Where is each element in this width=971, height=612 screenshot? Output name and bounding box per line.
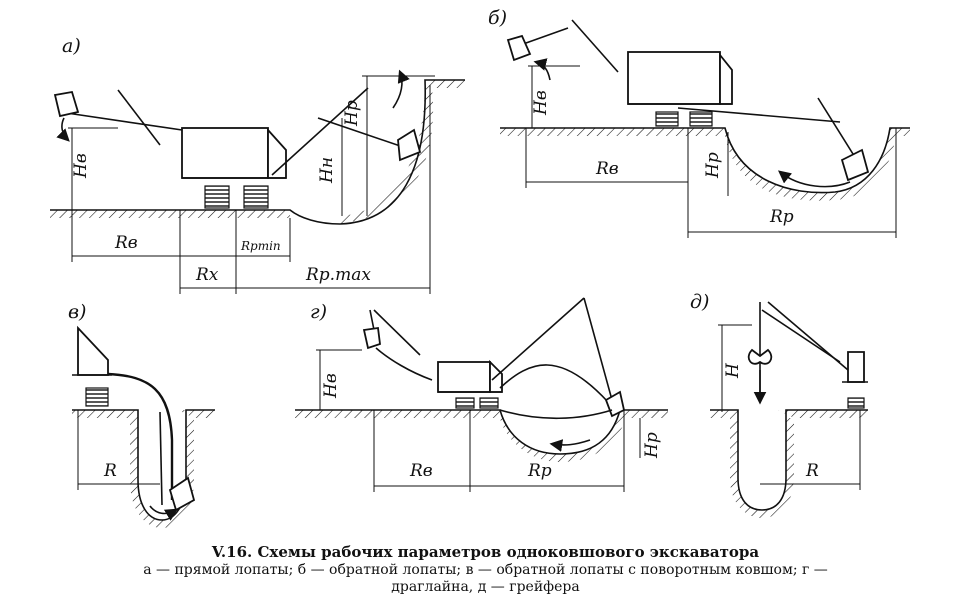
rotation-arrow [777,170,851,188]
dim-label: R [805,461,819,481]
boom [677,107,841,123]
panel-d: д) H R [690,291,868,518]
ground-line [500,127,910,194]
dim-label: Hр [342,100,362,127]
bucket [840,148,870,182]
stick [317,117,413,151]
raised-bucket [506,34,532,62]
dim-label: Hв [531,90,551,116]
dim-label: R [103,461,117,481]
dim-label: Rв [595,159,619,179]
dim-label: Rpmin [240,239,281,253]
rotation-arrow [533,58,551,81]
counter-arm [59,111,183,131]
excavator-track [204,185,230,209]
boom [271,87,369,176]
dim-label: Hв [71,153,91,179]
dim-label: Rв [409,461,433,481]
dim-label: Rр [527,461,552,481]
panel-v: в) R [68,301,215,528]
boom [491,297,585,381]
panel-b: б) Hв Hр Rв Rр [488,7,910,238]
dim-label: Rв [114,233,138,253]
caption-line: драглайна, д — грейфера [391,579,580,595]
rotation-arrow [149,505,179,521]
caption-line: а — прямой лопаты; б — обратной лопаты; … [143,562,828,578]
excavator-track [655,111,679,127]
stick [817,97,859,163]
excavator-diagram: а) Hв Hр Hн Rв Rpmin [50,7,910,528]
swing-path [375,347,433,381]
counter-cable [571,19,619,73]
excavator-cabin [77,325,109,376]
excavator-cabin [437,361,491,393]
panel-g: г) Hв Rв Rр Hр [295,297,668,492]
panel-label-v: в) [68,301,86,323]
dim-label: Hр [703,152,723,179]
dim-label: Rр.max [305,265,371,285]
bucket [397,128,422,162]
panel-label-b: б) [488,7,507,29]
drag-path [499,409,613,420]
excavator-track [85,387,109,407]
ground-hatch [50,210,290,218]
excavator-cabin [847,351,865,383]
drag-cable [499,364,609,403]
ground-line [50,79,465,225]
boom [107,372,174,500]
rotation-arrow [392,69,410,109]
ground-line [295,409,668,455]
hoist-cable [583,297,613,401]
raised-bucket [53,90,80,118]
raised-bucket [362,326,381,350]
ground-hatch [340,80,465,224]
dim-label: H [723,362,743,379]
rotation-arrow [56,117,70,142]
excavator-track [455,397,475,409]
excavator-track [689,111,713,127]
rotation-arrow [549,439,591,452]
panel-label-d: д) [690,291,709,313]
excavator-track [847,397,865,409]
dim-label: Hв [321,373,341,399]
dim-label: Hн [317,157,337,184]
bucket [168,476,196,512]
grab-bucket [747,348,773,365]
dim-label: Rх [195,265,219,285]
caption-title: V.16. Схемы рабочих параметров одноковшо… [211,543,760,561]
excavator-track [479,397,499,409]
excavator-track [243,185,269,209]
excavator-cabin [181,127,269,179]
counter-cable [117,89,161,146]
panel-label-g: г) [310,301,327,323]
excavator-cabin [627,51,721,105]
dim-label: Hр [642,432,662,459]
trench-line [710,409,868,511]
panel-label-a: а) [62,35,81,57]
dim-label: Rр [769,207,794,227]
panel-a: а) Hв Hр Hн Rв Rpmin [50,35,465,294]
